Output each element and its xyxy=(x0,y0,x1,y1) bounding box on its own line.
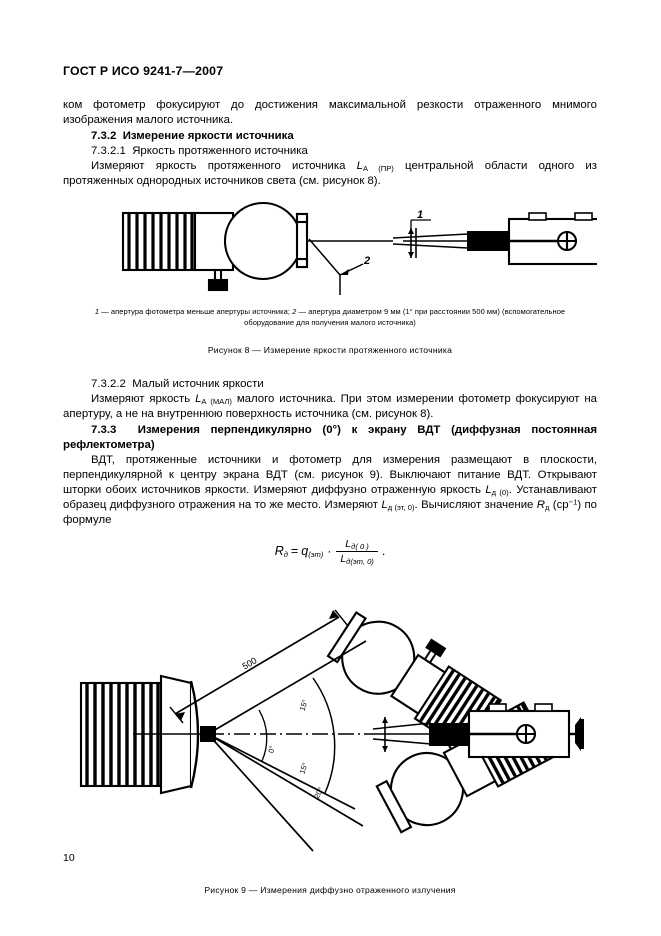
figure-8-legend-dash-2: — xyxy=(298,306,307,316)
figure-9-svg: 500 15° 0° xyxy=(79,609,584,852)
standard-header: ГОСТ Р ИСО 9241-7—2007 xyxy=(63,64,224,78)
page-content: ГОСТ Р ИСО 9241-7—2007 ком фотометр фоку… xyxy=(63,0,597,895)
figure-8-legend-marker-1: 1 xyxy=(94,306,100,316)
paragraph-7-3-2-2: Измеряют яркость LА (МАЛ) малого источни… xyxy=(63,392,597,422)
figure-9: 500 15° 0° xyxy=(63,571,597,895)
figure-8-legend: 1 — апертура фотометра меньше апертуры и… xyxy=(78,306,582,328)
figure-9-angle-mid: 0° xyxy=(266,744,277,753)
section-heading-7-3-2: 7.3.2 Измерение яркости источника xyxy=(63,129,597,144)
figure-9-caption: Рисунок 9 — Измерения диффузно отраженно… xyxy=(204,884,456,895)
figure-8-legend-dash-1: — xyxy=(101,306,109,316)
figure-8-drawing: 2 1 xyxy=(63,198,597,306)
text-before-symbol-LA-PR: Измеряют яркость протяженного источника xyxy=(91,160,357,173)
figure-8-callout-2: 2 xyxy=(363,255,370,267)
symbol-L-A-MAL: L xyxy=(195,392,202,405)
figure-8-caption: Рисунок 8 — Измерение яркости протяженно… xyxy=(207,344,453,355)
formula-lhs-subscript: д xyxy=(283,550,288,560)
formula-equals: = xyxy=(290,544,299,558)
paragraph-7-3-3: ВДТ, протяженные источники и фотометр дл… xyxy=(63,453,597,528)
formula-operator: · xyxy=(327,544,332,558)
symbol-R-d: R xyxy=(536,499,545,512)
symbol-L-A-PR-subscript: А (ПР) xyxy=(363,164,394,174)
paragraph-7-3-3-part2: . Устанавливают образец диффузного отраж… xyxy=(63,484,598,512)
figure-9-angle-low: 15° xyxy=(298,761,310,775)
paragraph-7-3-3-part5: ) по формуле xyxy=(63,499,597,527)
figure-8-svg: 2 1 xyxy=(121,201,597,295)
formula-period: . xyxy=(381,544,386,558)
formula-denominator-symbol: L xyxy=(340,552,347,565)
paragraph-7-3-3-part1: ВДТ, протяженные источники и фотометр дл… xyxy=(63,454,597,497)
formula-factor-subscript: (эт) xyxy=(308,550,324,560)
formula-Rd: Rд = q(эт) · Lд( 0 ) Lд(эт, 0) . xyxy=(63,538,597,565)
paragraph-7-3-2-1: Измеряют яркость протяженного источника … xyxy=(63,159,597,189)
figure-9-drawing: 500 15° 0° xyxy=(63,571,597,881)
figure-8-legend-text-1: апертура фотометра меньше апертуры источ… xyxy=(110,306,290,316)
symbol-L-A-PR: L xyxy=(356,160,363,173)
paragraph-continued: ком фотометр фокусируют до достижения ма… xyxy=(63,99,597,127)
text-before-symbol-LA-MAL: Измеряют яркость xyxy=(91,392,196,405)
section-title-7-3-2-1: Яркость протяженного источника xyxy=(132,145,308,158)
formula-denominator-subscript: д(эт, 0) xyxy=(346,556,374,566)
formula-factor-symbol: q xyxy=(301,544,309,558)
paragraph-7-3-3-part4: (ср xyxy=(549,499,569,512)
symbol-L-d-et-0-subscript: д (эт, 0) xyxy=(387,503,415,513)
symbol-R-d-subscript: д xyxy=(545,503,550,513)
symbol-L-d-et-0: L xyxy=(381,499,388,512)
section-number-7-3-2-2: 7.3.2.2 xyxy=(91,377,126,390)
symbol-L-d-0-subscript: д (0) xyxy=(491,488,509,498)
formula-numerator: Lд( 0 ) xyxy=(341,538,373,551)
symbol-L-d-0: L xyxy=(485,484,492,497)
figure-8-callout-1: 1 xyxy=(417,209,423,221)
section-heading-7-3-3: 7.3.3 Измерения перпендикулярно (0°) к э… xyxy=(63,423,597,453)
figure-8-legend-text-2: апертура диаметром 9 мм (1° при расстоян… xyxy=(244,306,566,327)
formula-numerator-symbol: L xyxy=(345,537,352,550)
figure-9-angle-top: 15° xyxy=(298,698,310,712)
page-number: 10 xyxy=(63,852,75,864)
text-after-symbol-LA-PR: центральной области одного из протяженны… xyxy=(63,160,598,188)
paragraph-7-3-3-part3: . Вычисляют значение xyxy=(414,499,537,512)
formula-factor: q(эт) xyxy=(301,544,323,558)
figure-9-dimension-label: 500 xyxy=(240,655,258,671)
paragraph-7-3-3-superscript: −1 xyxy=(568,497,578,507)
section-heading-7-3-2-1: 7.3.2.1 Яркость протяженного источника xyxy=(63,144,597,159)
formula-lhs: Rд xyxy=(275,544,288,558)
text-after-symbol-LA-MAL: малого источника. При этом измерении фот… xyxy=(63,392,597,420)
symbol-L-A-MAL-subscript: А (МАЛ) xyxy=(201,396,232,406)
formula-numerator-subscript: д( 0 ) xyxy=(351,541,369,551)
section-title-7-3-2-2: Малый источник яркости xyxy=(132,377,264,390)
section-title-7-3-3: Измерения перпендикулярно (0°) к экрану … xyxy=(63,423,597,451)
formula-denominator: Lд(эт, 0) xyxy=(336,550,378,566)
figure-8: 2 1 xyxy=(63,198,597,355)
formula-fraction: Lд( 0 ) Lд(эт, 0) xyxy=(336,538,378,565)
formula-lhs-symbol: R xyxy=(274,544,284,558)
section-number-7-3-2-1: 7.3.2.1 xyxy=(91,145,126,158)
section-number-7-3-3: 7.3.3 xyxy=(91,423,117,436)
formula-expression: Rд = q(эт) · Lд( 0 ) Lд(эт, 0) . xyxy=(275,538,386,565)
figure-8-legend-marker-2: 2 xyxy=(292,306,297,316)
section-title-7-3-2: Измерение яркости источника xyxy=(122,130,294,143)
section-heading-7-3-2-2: 7.3.2.2 Малый источник яркости xyxy=(63,377,597,392)
section-number-7-3-2: 7.3.2 xyxy=(91,130,117,143)
